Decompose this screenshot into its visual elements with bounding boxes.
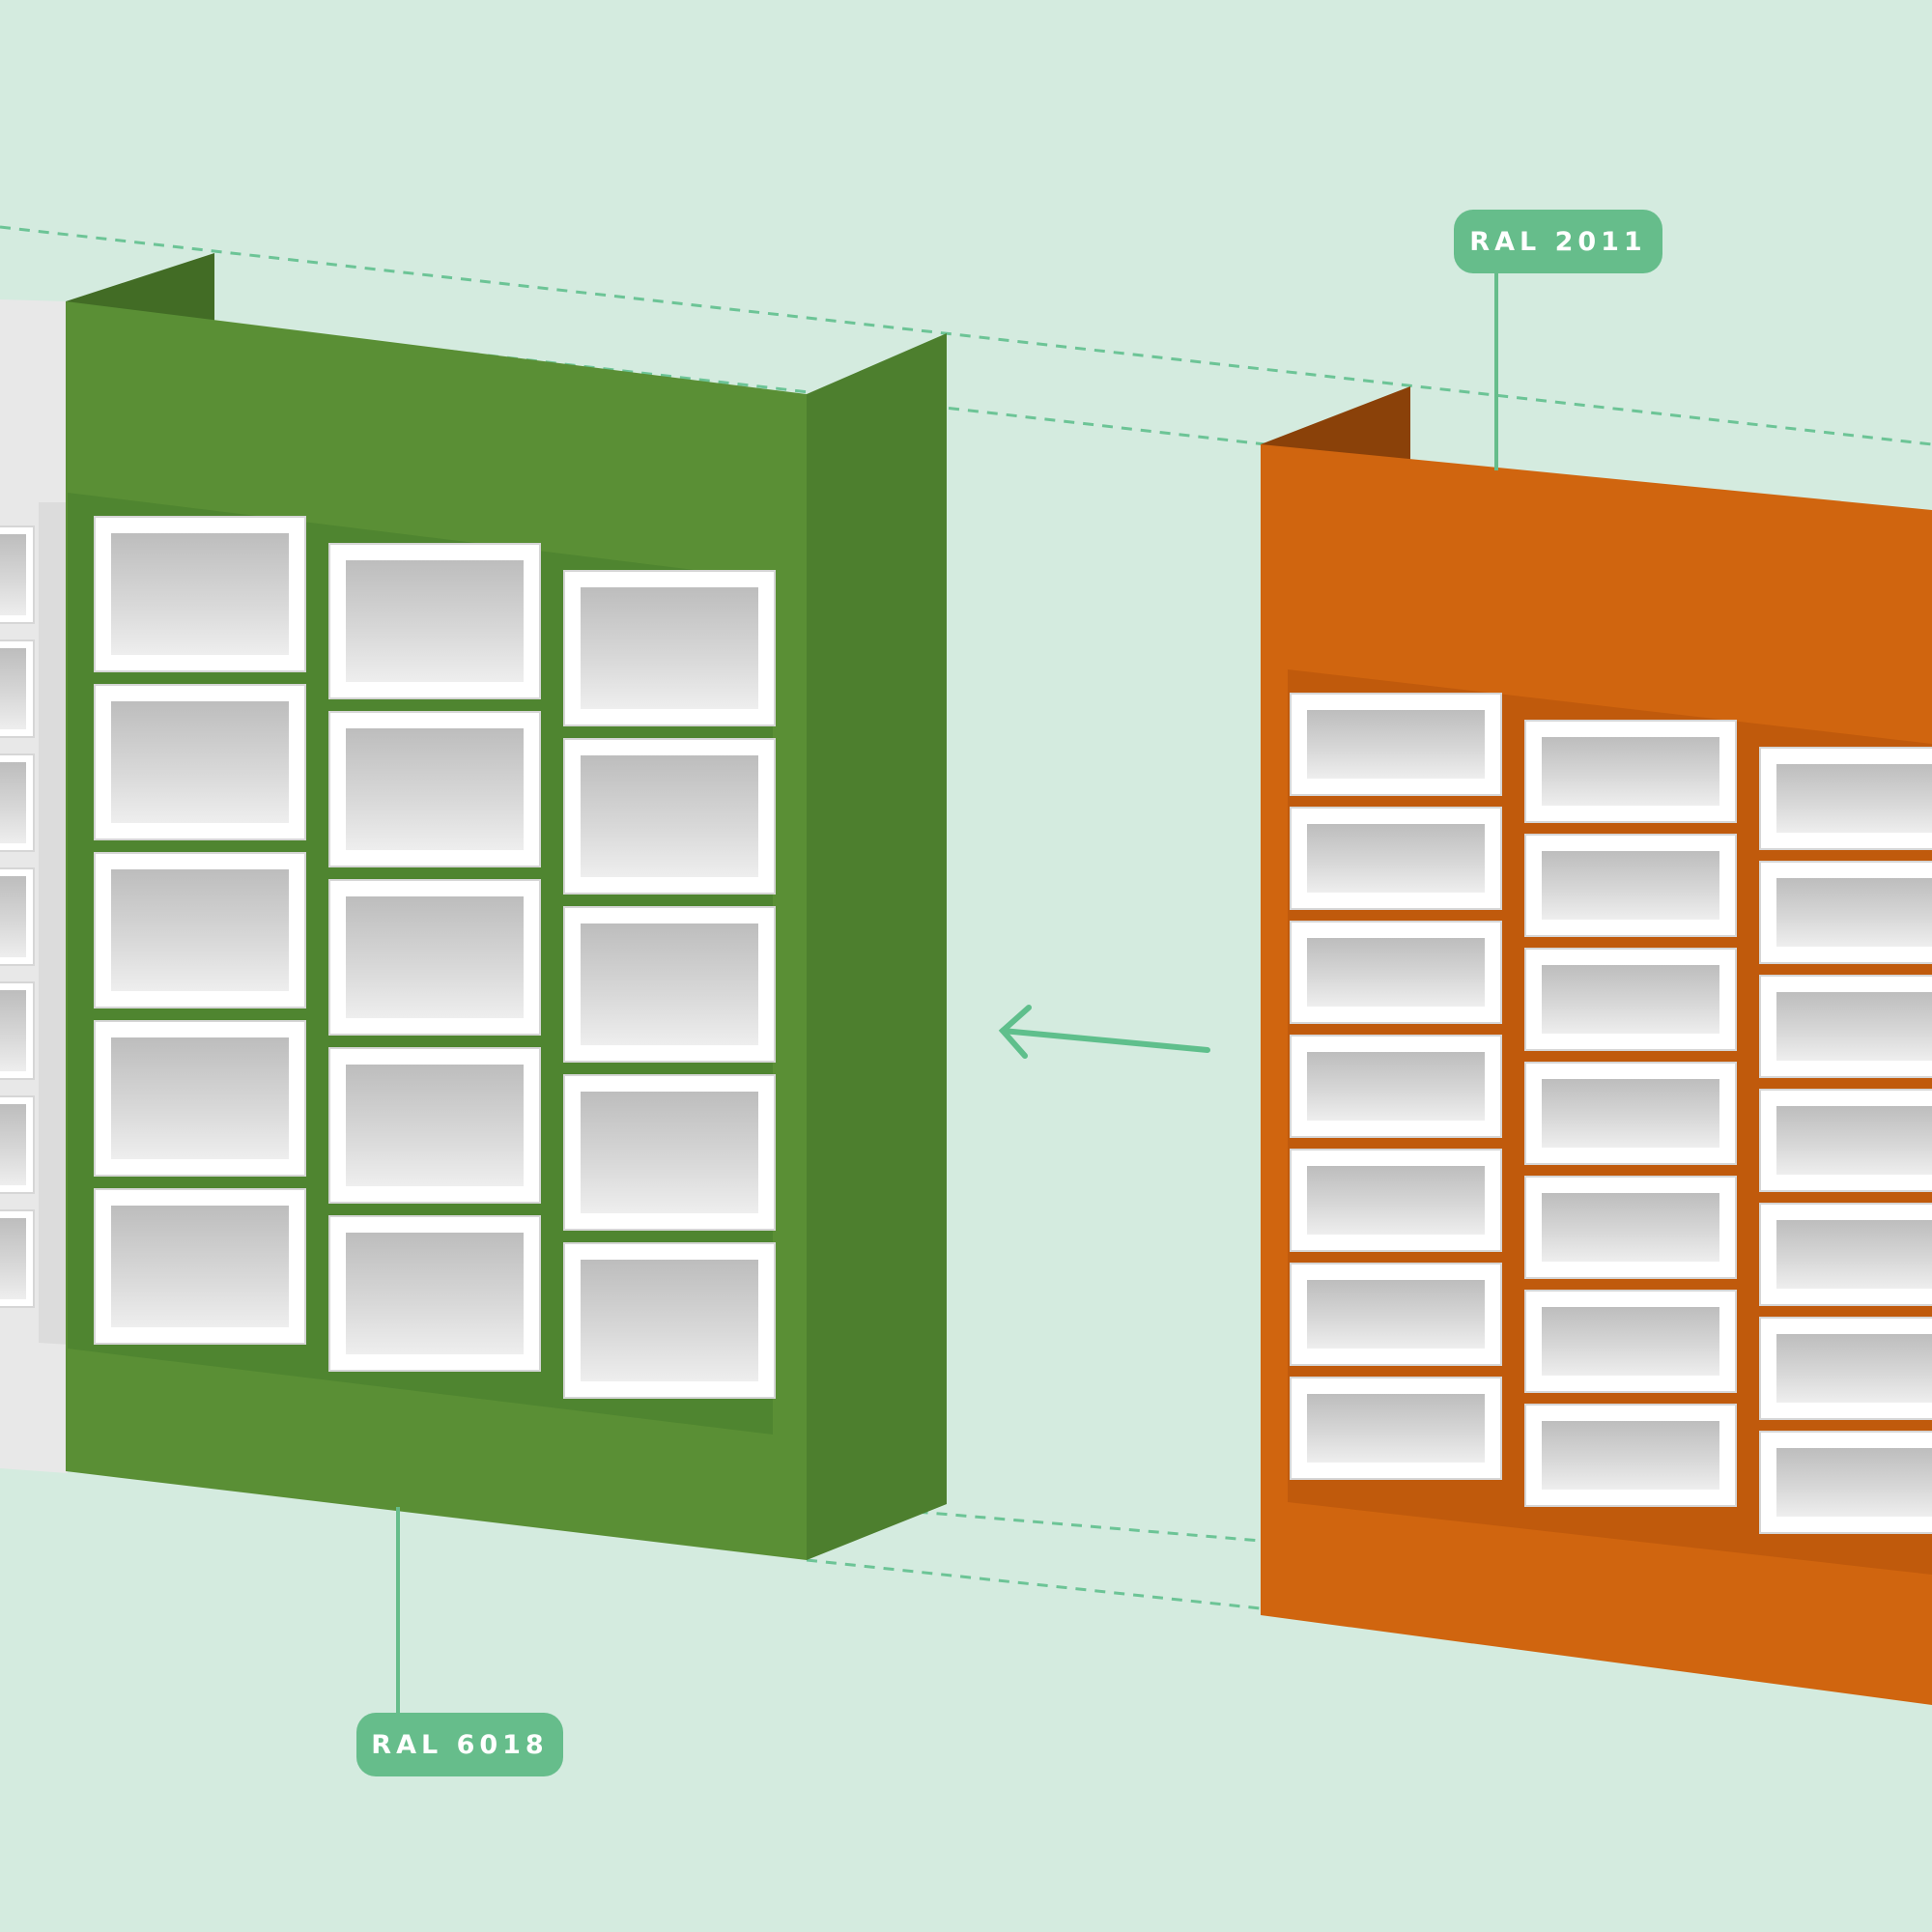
orange-locker-door bbox=[1290, 693, 1502, 796]
green-locker-door bbox=[94, 516, 306, 672]
green-locker-door bbox=[94, 1020, 306, 1177]
orange-locker-door bbox=[1290, 1149, 1502, 1252]
orange-locker-door bbox=[1524, 1290, 1737, 1393]
orange-locker-door bbox=[1759, 1203, 1932, 1306]
green-locker-door bbox=[328, 1215, 541, 1372]
green-locker-door bbox=[563, 738, 776, 895]
orange-locker-door bbox=[1290, 1377, 1502, 1480]
green-cabinet-side-panel bbox=[807, 333, 947, 1560]
orange-locker-door bbox=[1524, 720, 1737, 823]
ral-2011-label: RAL 2011 bbox=[1454, 210, 1662, 273]
green-locker-door bbox=[563, 570, 776, 726]
white-locker-door bbox=[0, 639, 35, 738]
orange-cabinet-door-grid bbox=[1290, 693, 1932, 1534]
orange-locker-door bbox=[1759, 1431, 1932, 1534]
ral-6018-label: RAL 6018 bbox=[356, 1713, 563, 1776]
orange-locker-door bbox=[1290, 807, 1502, 910]
white-locker-door bbox=[0, 867, 35, 966]
white-cabinet bbox=[0, 299, 70, 1473]
white-locker-door bbox=[0, 526, 35, 624]
green-locker-door bbox=[563, 1074, 776, 1231]
orange-locker-door bbox=[1524, 1062, 1737, 1165]
ral-2011-label-text: RAL 2011 bbox=[1469, 226, 1647, 257]
orange-locker-door bbox=[1759, 975, 1932, 1078]
orange-locker-door bbox=[1524, 948, 1737, 1051]
orange-locker-door bbox=[1524, 1404, 1737, 1507]
green-locker-door bbox=[328, 1047, 541, 1204]
orange-locker-door bbox=[1290, 921, 1502, 1024]
arrow-left-icon bbox=[998, 1005, 1210, 1059]
white-locker-door bbox=[0, 1095, 35, 1194]
white-locker-door bbox=[0, 753, 35, 852]
ral-6018-label-text: RAL 6018 bbox=[371, 1729, 549, 1760]
green-locker-door bbox=[328, 543, 541, 699]
orange-locker-door bbox=[1290, 1263, 1502, 1366]
white-locker-door bbox=[0, 1209, 35, 1308]
orange-locker-door bbox=[1759, 1317, 1932, 1420]
green-cabinet-back-panel bbox=[66, 253, 214, 324]
green-locker-door bbox=[563, 1242, 776, 1399]
green-locker-door bbox=[94, 852, 306, 1009]
orange-locker-door bbox=[1524, 1176, 1737, 1279]
orange-locker-door bbox=[1759, 747, 1932, 850]
green-locker-door bbox=[94, 1188, 306, 1345]
orange-cabinet bbox=[1261, 386, 1932, 1705]
orange-locker-door bbox=[1290, 1035, 1502, 1138]
green-locker-door bbox=[94, 684, 306, 840]
green-locker-door bbox=[328, 879, 541, 1036]
green-cabinet-door-grid bbox=[94, 516, 776, 1399]
orange-locker-door bbox=[1524, 834, 1737, 937]
green-cabinet bbox=[66, 253, 947, 1560]
orange-locker-door bbox=[1759, 1089, 1932, 1192]
white-locker-door bbox=[0, 981, 35, 1080]
green-locker-door bbox=[563, 906, 776, 1063]
green-locker-door bbox=[328, 711, 541, 867]
orange-cabinet-back-panel bbox=[1261, 386, 1410, 464]
orange-locker-door bbox=[1759, 861, 1932, 964]
